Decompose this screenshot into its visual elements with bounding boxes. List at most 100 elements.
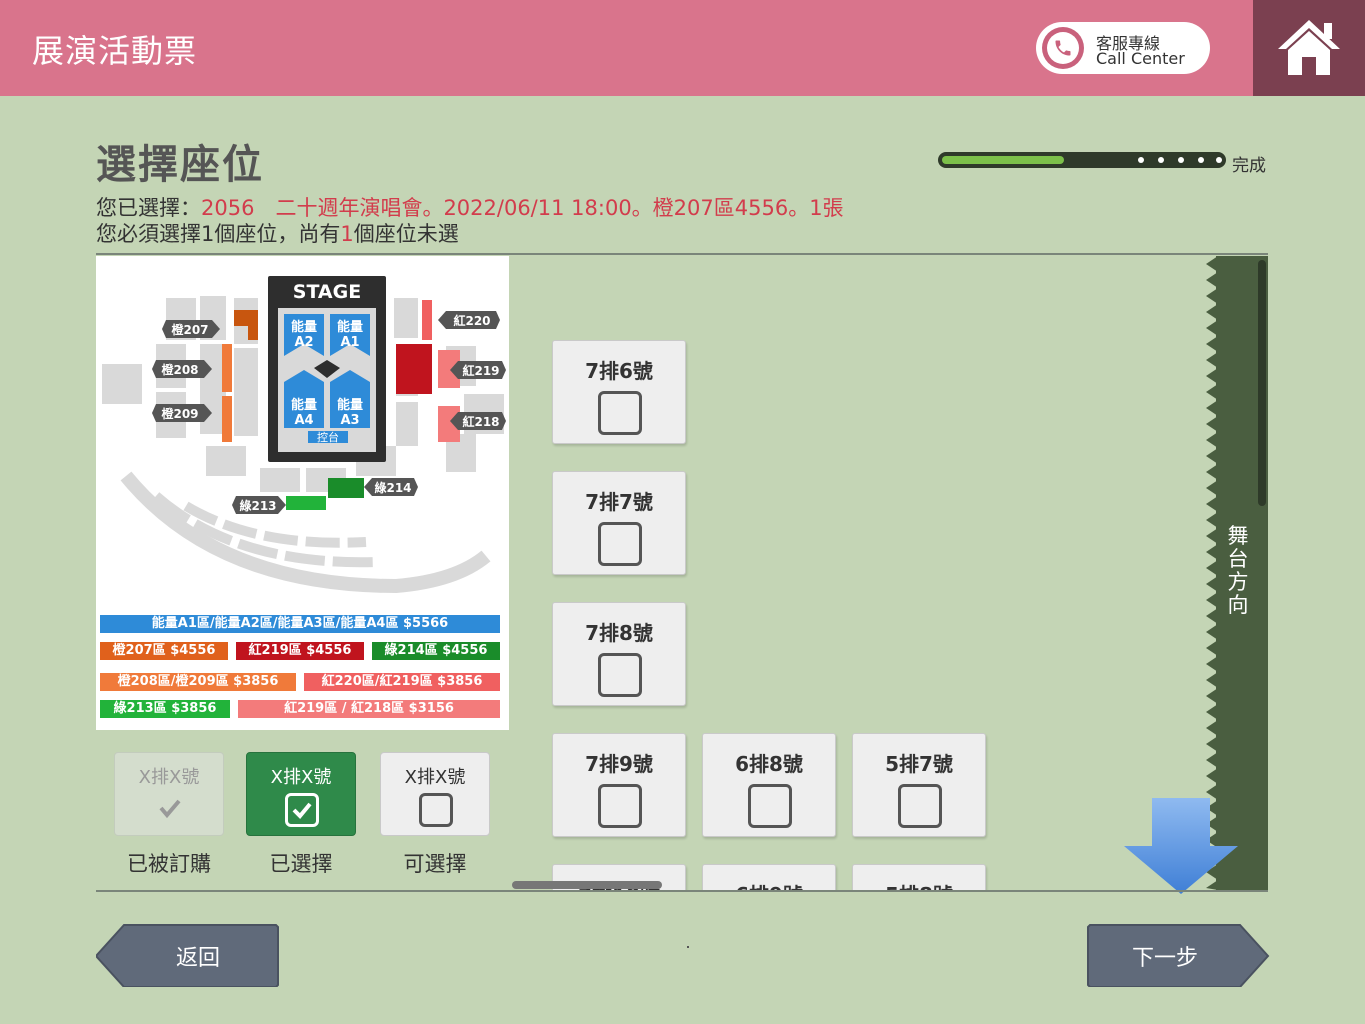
seat-button[interactable]: 6排8號 — [702, 733, 836, 837]
price-tag: 紅219區 / 紅218區 $3156 — [238, 700, 500, 718]
svg-text:紅219: 紅219 — [462, 363, 499, 378]
app-header: 展演活動票 客服專線 Call Center — [0, 0, 1365, 96]
legend-booked-text: X排X號 — [138, 767, 200, 788]
seat-button[interactable]: 7排8號 — [552, 602, 686, 706]
section-red-219[interactable] — [396, 344, 432, 394]
empty-box-icon — [419, 793, 453, 827]
seat-list[interactable]: 7排6號7排7號7排8號7排9號6排8號5排7號7排10號6排9號5排8號 — [510, 256, 1206, 890]
legend-selected-text: X排X號 — [270, 767, 332, 788]
call-center-label-zh: 客服專線 — [1096, 34, 1161, 53]
vertical-scrollbar[interactable] — [1258, 260, 1266, 506]
venue-map: STAGE 能量 A2 能量 A1 能量 A4 能量 A3 控台 橙20 — [102, 276, 506, 594]
page-title: 選擇座位 — [96, 142, 264, 188]
svg-text:能量: 能量 — [337, 397, 363, 413]
svg-text:紅218: 紅218 — [462, 414, 499, 429]
legend-booked-label: 已被訂購 — [127, 852, 211, 876]
seat-label: 7排6號 — [585, 359, 653, 383]
scroll-down-arrow-icon[interactable] — [1124, 798, 1238, 894]
next-button-label: 下一步 — [1132, 946, 1199, 971]
legend-available-label: 可選擇 — [403, 852, 467, 876]
back-button-label: 返回 — [176, 946, 221, 971]
seat-button[interactable]: 7排6號 — [552, 340, 686, 444]
seat-button[interactable]: 5排8號 — [852, 864, 986, 890]
next-button[interactable]: 下一步 — [1086, 923, 1270, 987]
svg-text:綠213: 綠213 — [239, 498, 276, 513]
seat-button[interactable]: 7排7號 — [552, 471, 686, 575]
section-orange-207[interactable] — [234, 310, 258, 340]
tag-green-214: 綠214 — [364, 478, 418, 496]
back-button[interactable]: 返回 — [96, 923, 280, 987]
stage-edge — [1206, 256, 1218, 890]
svg-text:A3: A3 — [340, 413, 359, 428]
tag-red-218: 紅218 — [450, 412, 506, 430]
seat-map: STAGE 能量 A2 能量 A1 能量 A4 能量 A3 控台 橙20 — [96, 256, 509, 730]
tag-red-219: 紅219 — [450, 361, 506, 379]
legend-available-seat: X排X號 — [380, 752, 490, 836]
price-tag: 橙207區 $4556 — [100, 642, 228, 660]
seat-button[interactable]: 7排9號 — [552, 733, 686, 837]
seat-checkbox-icon[interactable] — [598, 653, 642, 697]
zone-a2[interactable]: 能量 A2 — [284, 314, 324, 356]
section-orange-208[interactable] — [222, 344, 232, 392]
price-tag: 紅220區/紅219區 $3856 — [304, 673, 500, 691]
svg-text:A4: A4 — [294, 413, 313, 428]
zone-a3[interactable]: 能量 A3 — [330, 370, 370, 428]
section-red-220[interactable] — [422, 300, 432, 340]
progress-step-dot — [1178, 157, 1184, 163]
legend-selected-seat: X排X號 — [246, 752, 356, 836]
price-tag: 綠214區 $4556 — [372, 642, 500, 660]
seat-checkbox-icon[interactable] — [748, 784, 792, 828]
section-red-218[interactable] — [438, 406, 460, 442]
control-booth-label: 控台 — [317, 430, 339, 444]
svg-text:能量: 能量 — [291, 319, 317, 335]
price-row: 橙208區/橙209區 $3856 紅220區/紅219區 $3856 — [100, 673, 500, 691]
seat-label: 7排9號 — [585, 752, 653, 776]
selection-detail: 2056 二十週年演唱會。2022/06/11 18:00。橙207區4556。… — [201, 196, 844, 220]
seat-button[interactable]: 5排7號 — [852, 733, 986, 837]
seat-checkbox-icon[interactable] — [598, 391, 642, 435]
seat-label: 6排8號 — [735, 752, 803, 776]
seat-label: 7排8號 — [585, 621, 653, 645]
progress-label: 完成 — [1232, 156, 1266, 176]
call-center-button[interactable]: 客服專線 Call Center — [1036, 22, 1210, 74]
seat-label: 6排9號 — [703, 879, 835, 890]
price-row: 能量A1區/能量A2區/能量A3區/能量A4區 $5566 — [100, 615, 500, 633]
section-red-219b[interactable] — [438, 350, 460, 388]
price-tag: 橙208區/橙209區 $3856 — [100, 673, 296, 691]
requirement-text-b: 個座位未選 — [353, 222, 459, 246]
section-orange-209[interactable] — [222, 396, 232, 442]
home-button[interactable] — [1253, 0, 1365, 96]
seat-checkbox-icon[interactable] — [898, 784, 942, 828]
stage-label: STAGE — [293, 281, 361, 303]
phone-icon — [1042, 27, 1084, 69]
checked-box-icon — [285, 793, 319, 827]
seat-button[interactable]: 6排9號 — [702, 864, 836, 890]
app-title: 展演活動票 — [32, 32, 198, 70]
section-green-214[interactable] — [328, 478, 364, 498]
svg-text:能量: 能量 — [337, 319, 363, 335]
selection-prefix: 您已選擇： — [96, 196, 201, 220]
home-icon — [1278, 20, 1340, 75]
price-tag: 能量A1區/能量A2區/能量A3區/能量A4區 $5566 — [100, 615, 500, 633]
seat-label: 5排8號 — [853, 879, 985, 890]
svg-text:橙207: 橙207 — [171, 322, 208, 337]
legend-selected-label: 已選擇 — [269, 852, 333, 876]
svg-text:橙209: 橙209 — [161, 406, 198, 421]
svg-text:橙208: 橙208 — [161, 362, 198, 377]
seat-checkbox-icon[interactable] — [598, 784, 642, 828]
svg-text:綠214: 綠214 — [374, 480, 411, 495]
seat-checkbox-icon[interactable] — [598, 522, 642, 566]
zone-a4[interactable]: 能量 A4 — [284, 370, 324, 428]
svg-text:紅220: 紅220 — [453, 313, 490, 328]
zone-a1[interactable]: 能量 A1 — [330, 314, 370, 356]
progress-fill — [942, 156, 1064, 164]
horizontal-scrollbar[interactable] — [512, 881, 662, 889]
progress-step-dot — [1216, 157, 1222, 163]
section-green-213[interactable] — [286, 496, 326, 510]
call-center-label-en: Call Center — [1096, 49, 1185, 68]
legend-available-text: X排X號 — [404, 767, 466, 788]
tag-orange-208: 橙208 — [152, 360, 212, 378]
svg-text:A2: A2 — [294, 335, 313, 350]
tag-red-220: 紅220 — [438, 311, 500, 329]
